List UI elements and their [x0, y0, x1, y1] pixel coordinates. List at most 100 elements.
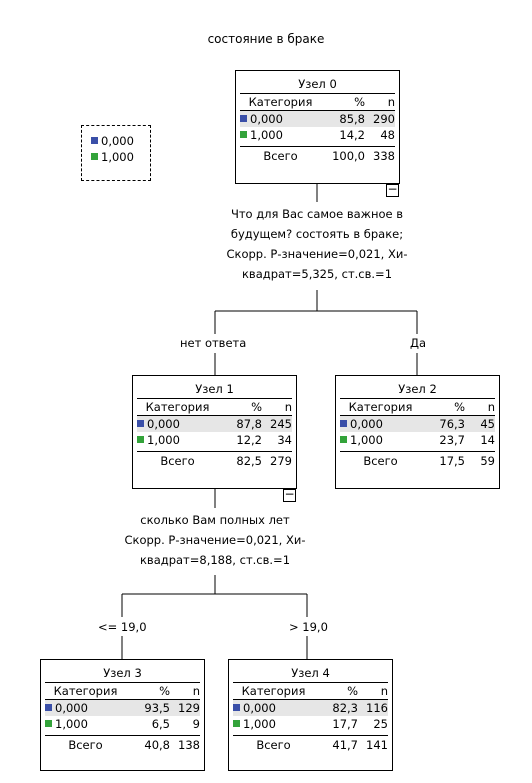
- color-swatch: [233, 704, 240, 711]
- node-table-header: Категория % n: [240, 94, 395, 111]
- node-title: Узел 4: [291, 666, 330, 680]
- n-header: n: [380, 684, 388, 698]
- node-table: Категория % n 0,000 87,8 245 1,000 12,2 …: [137, 398, 292, 470]
- category-header: Категория: [248, 95, 313, 109]
- node-total-row: Всего 41,7 141: [233, 735, 388, 754]
- n-header: n: [284, 400, 292, 414]
- n-value: 34: [277, 433, 292, 447]
- node-table-header: Категория % n: [45, 683, 200, 700]
- color-swatch: [137, 420, 144, 427]
- percent-value: 87,8: [236, 417, 262, 431]
- color-swatch: [45, 704, 52, 711]
- category-value: 0,000: [250, 112, 283, 126]
- node-row: 1,000 14,2 48: [240, 127, 395, 143]
- tree-node-4[interactable]: Узел 4 Категория % n 0,000 82,3 116 1,00…: [228, 659, 393, 771]
- node-row: 1,000 6,5 9: [45, 716, 200, 732]
- category-value: 0,000: [55, 701, 88, 715]
- color-swatch: [233, 720, 240, 727]
- percent-value: 12,2: [236, 433, 262, 447]
- tree-node-1[interactable]: Узел 1 Категория % n 0,000 87,8 245 1,00…: [132, 375, 297, 489]
- percent-header: %: [159, 684, 170, 698]
- n-value: 290: [373, 112, 395, 126]
- node-table: Категория % n 0,000 93,5 129 1,000 6,5 9…: [45, 682, 200, 754]
- n-header: n: [387, 95, 395, 109]
- percent-header: %: [354, 95, 365, 109]
- category-header: Категория: [53, 684, 118, 698]
- n-value: 9: [192, 717, 200, 731]
- tree-node-3[interactable]: Узел 3 Категория % n 0,000 93,5 129 1,00…: [40, 659, 205, 771]
- collapse-button-node-1[interactable]: −: [283, 487, 296, 502]
- legend: 0,000 1,000: [81, 125, 151, 181]
- color-swatch: [240, 131, 247, 138]
- node-row: 0,000 85,8 290: [240, 111, 395, 127]
- total-label: Всего: [363, 454, 398, 468]
- total-n: 338: [373, 149, 395, 163]
- node-table: Категория % n 0,000 82,3 116 1,000 17,7 …: [233, 682, 388, 754]
- node-row: 1,000 17,7 25: [233, 716, 388, 732]
- node-row: 1,000 12,2 34: [137, 432, 292, 448]
- node-table-header: Категория % n: [340, 399, 495, 416]
- branch-label: Да: [410, 336, 427, 350]
- n-value: 129: [178, 701, 200, 715]
- category-header: Категория: [241, 684, 306, 698]
- color-swatch: [45, 720, 52, 727]
- color-swatch: [240, 115, 247, 122]
- percent-value: 85,8: [339, 112, 365, 126]
- node-row: 1,000 23,7 14: [340, 432, 495, 448]
- category-value: 1,000: [243, 717, 276, 731]
- tree-node-0[interactable]: Узел 0 Категория % n 0,000 85,8 290 1,00…: [235, 70, 400, 184]
- node-title: Узел 3: [103, 666, 142, 680]
- category-value: 0,000: [350, 417, 383, 431]
- category-header: Категория: [145, 400, 210, 414]
- split-line: квадрат=8,188, ст.св.=1: [139, 553, 291, 567]
- branch-label: нет ответа: [180, 336, 247, 350]
- total-percent: 40,8: [144, 738, 170, 752]
- total-label: Всего: [256, 738, 291, 752]
- branch-label: > 19,0: [289, 620, 328, 634]
- node-row: 0,000 93,5 129: [45, 700, 200, 716]
- percent-value: 23,7: [439, 433, 465, 447]
- category-value: 1,000: [250, 128, 283, 142]
- n-value: 245: [270, 417, 292, 431]
- tree-title: состояние в браке: [207, 32, 325, 46]
- node-row: 0,000 76,3 45: [340, 416, 495, 432]
- percent-header: %: [251, 400, 262, 414]
- split-line: сколько Вам полных лет: [140, 513, 290, 527]
- split-line: будущем? состоять в браке;: [230, 227, 404, 241]
- n-header: n: [192, 684, 200, 698]
- n-value: 45: [480, 417, 495, 431]
- percent-header: %: [454, 400, 465, 414]
- total-label: Всего: [68, 738, 103, 752]
- branch-label: <= 19,0: [98, 620, 147, 634]
- percent-value: 17,7: [332, 717, 358, 731]
- tree-node-2[interactable]: Узел 2 Категория % n 0,000 76,3 45 1,000…: [335, 375, 500, 489]
- color-swatch: [340, 420, 347, 427]
- category-value: 1,000: [55, 717, 88, 731]
- color-swatch: [91, 153, 98, 160]
- n-value: 25: [373, 717, 388, 731]
- n-value: 116: [366, 701, 388, 715]
- node-total-row: Всего 100,0 338: [240, 146, 395, 165]
- node-table: Категория % n 0,000 85,8 290 1,000 14,2 …: [240, 93, 395, 165]
- node-title: Узел 1: [195, 382, 234, 396]
- n-value: 14: [480, 433, 495, 447]
- split-label: Что для Вас самое важное в будущем? сост…: [192, 204, 442, 284]
- percent-value: 76,3: [439, 417, 465, 431]
- category-value: 1,000: [350, 433, 383, 447]
- legend-item: 0,000: [91, 133, 150, 149]
- total-n: 138: [178, 738, 200, 752]
- color-swatch: [340, 436, 347, 443]
- legend-item: 1,000: [91, 149, 150, 165]
- legend-label: 0,000: [101, 134, 134, 148]
- node-title: Узел 2: [398, 382, 437, 396]
- category-header: Категория: [348, 400, 413, 414]
- split-line: Скорр. Р-значение=0,021, Хи-: [226, 247, 408, 261]
- total-percent: 100,0: [332, 149, 365, 163]
- node-table: Категория % n 0,000 76,3 45 1,000 23,7 1…: [340, 398, 495, 470]
- collapse-button-node-0[interactable]: −: [386, 182, 399, 197]
- node-total-row: Всего 40,8 138: [45, 735, 200, 754]
- split-line: Скорр. Р-значение=0,021, Хи-: [124, 533, 306, 547]
- node-total-row: Всего 17,5 59: [340, 451, 495, 470]
- percent-value: 14,2: [339, 128, 365, 142]
- node-total-row: Всего 82,5 279: [137, 451, 292, 470]
